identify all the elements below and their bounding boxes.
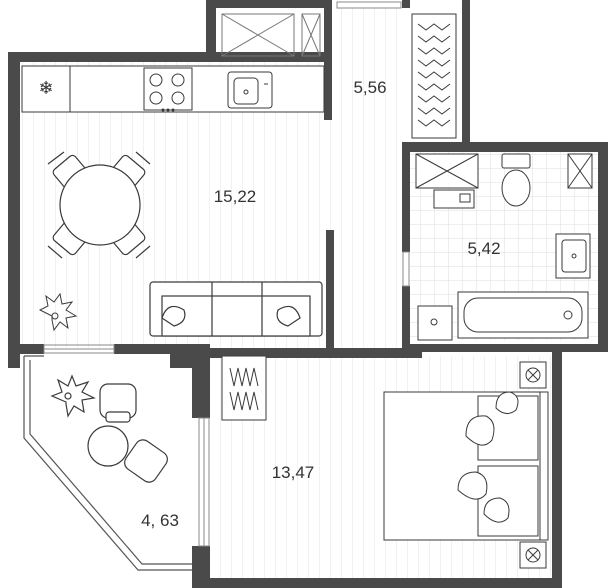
area-label-living-kitchen: 15,22 (214, 187, 257, 206)
closet (221, 355, 267, 421)
area-label-bedroom: 13,47 (272, 463, 315, 482)
nightstand (519, 361, 547, 389)
hob-icon (143, 67, 193, 112)
area-label-corridor: 5,56 (353, 78, 386, 97)
area-label-balcony: 4, 63 (141, 511, 179, 530)
armchair (124, 439, 168, 483)
balcony-outline (23, 355, 192, 571)
sink-icon (227, 71, 273, 109)
side-table (87, 425, 129, 467)
balcony-furniture (50, 374, 168, 483)
snowflake-icon: ❄ (38, 78, 53, 99)
area-label-bathroom: 5,42 (467, 239, 500, 258)
toilet-icon (501, 153, 531, 207)
dining-table (47, 151, 151, 259)
washbasin-icon (555, 233, 591, 279)
bedroom-furniture (221, 355, 549, 569)
bathroom-fixtures (415, 153, 593, 341)
washing-machine (433, 189, 475, 209)
kitchen-counter: ❄ (21, 65, 325, 113)
ventilation-shaft (221, 13, 321, 57)
room-labels: 15,22 5,56 5,42 13,47 4, 63 (141, 78, 500, 530)
plant-icon (38, 292, 78, 332)
sofa (149, 281, 323, 337)
armchair (99, 383, 137, 423)
wardrobe (411, 13, 457, 139)
walls (8, 0, 608, 588)
bathtub-icon (457, 291, 589, 339)
bed (383, 391, 549, 541)
floor-drain (417, 305, 453, 341)
nightstand (519, 541, 547, 569)
plant-icon (50, 374, 96, 418)
windows (43, 1, 410, 547)
